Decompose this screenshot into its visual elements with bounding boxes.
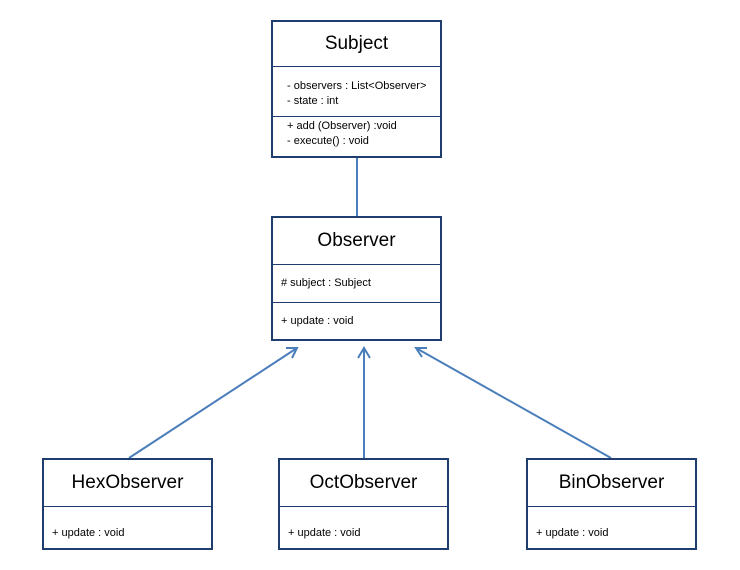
arrowhead-icon xyxy=(286,347,299,359)
operations-section: + update : void xyxy=(280,506,447,548)
operation: + update : void xyxy=(536,527,609,539)
operation: + update : void xyxy=(52,527,125,539)
attributes-section: - observers : List<Observer> - state : i… xyxy=(273,66,440,116)
class-name: OctObserver xyxy=(309,472,418,493)
operation: + update : void xyxy=(281,315,354,327)
operation: - execute() : void xyxy=(287,135,369,147)
arrowhead-icon xyxy=(414,347,427,358)
operations-section: + update : void xyxy=(44,506,211,548)
generalization-hex xyxy=(128,347,299,459)
arrowhead-icon xyxy=(357,346,371,359)
generalization-oct xyxy=(357,346,371,458)
attributes-section: # subject : Subject xyxy=(273,264,440,302)
operations-section: + add (Observer) :void - execute() : voi… xyxy=(273,116,440,156)
class-observer: Observer # subject : Subject + update : … xyxy=(271,216,442,341)
attribute: # subject : Subject xyxy=(281,277,371,289)
class-subject: Subject - observers : List<Observer> - s… xyxy=(271,20,442,158)
attribute: - state : int xyxy=(287,95,339,107)
generalization-bin xyxy=(414,347,612,459)
operations-section: + update : void xyxy=(528,506,695,548)
class-name: Observer xyxy=(317,230,396,251)
class-name: HexObserver xyxy=(71,472,184,493)
class-oct-observer: OctObserver + update : void xyxy=(278,458,449,550)
class-hex-observer: HexObserver + update : void xyxy=(42,458,213,550)
class-name: Subject xyxy=(324,33,389,54)
operation: + update : void xyxy=(288,527,361,539)
operations-section: + update : void xyxy=(273,302,440,339)
attribute: - observers : List<Observer> xyxy=(287,80,427,92)
class-bin-observer: BinObserver + update : void xyxy=(526,458,697,550)
class-name: BinObserver xyxy=(558,472,665,493)
operation: + add (Observer) :void xyxy=(287,120,397,132)
